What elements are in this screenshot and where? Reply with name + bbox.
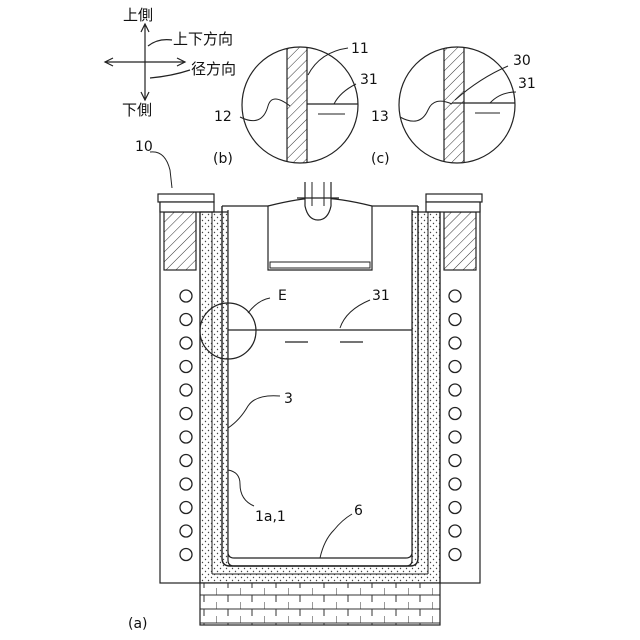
cover-left [160,202,214,212]
coil-turn-left-3 [180,337,192,349]
ref-1a1: 1a,1 [255,509,286,525]
ref-31-b: 31 [360,72,378,88]
coil-turn-left-10 [180,502,192,514]
melting-furnace [150,152,482,625]
label-down: 下側 [122,101,152,119]
coil-turn-right-12 [449,549,461,561]
coil-turn-right-2 [449,314,461,326]
fig-label-b: (b) [213,151,233,167]
fig-label-c: (c) [371,151,390,167]
cover-right [426,202,480,212]
crucible-wall-b [287,40,307,170]
ref-31-a: 31 [372,288,390,304]
coil-turn-left-7 [180,431,192,443]
label-radial-direction: 径方向 [191,60,236,78]
detail-c [399,40,516,170]
leader-vertical [148,40,172,46]
coil-turn-right-3 [449,337,461,349]
coil-turn-left-4 [180,361,192,373]
coil-turn-left-2 [180,314,192,326]
pouring-spout [305,182,331,220]
coil-turn-right-6 [449,408,461,420]
label-vertical-direction: 上下方向 [173,30,233,48]
ref-30: 30 [513,53,531,69]
coil-turn-right-11 [449,525,461,537]
ref-13: 13 [371,109,389,125]
brick-base [200,583,440,625]
label-up: 上側 [123,6,153,24]
coil-turn-left-6 [180,408,192,420]
coil-turn-right-5 [449,384,461,396]
ref-12: 12 [214,109,232,125]
ref-31-c: 31 [518,76,536,92]
coil-turn-left-11 [180,525,192,537]
coil-turn-right-7 [449,431,461,443]
ref-6: 6 [354,503,363,519]
coil-turn-right-8 [449,455,461,467]
upper-block-left [164,212,196,270]
ref-11: 11 [351,41,369,57]
coil-turn-left-9 [180,478,192,490]
coil-turn-left-1 [180,290,192,302]
ref-10: 10 [135,139,153,155]
crucible-wall-c [444,40,464,170]
leader-10 [150,152,172,188]
coil-turn-right-1 [449,290,461,302]
detail-b [240,40,360,170]
coil-turn-right-9 [449,478,461,490]
coil-turn-left-5 [180,384,192,396]
leader-radial [150,70,190,78]
top-plate-left [158,194,214,202]
coil-turn-left-8 [180,455,192,467]
detail-e-label: E [278,288,287,304]
upper-block-right [444,212,476,270]
coil-turn-right-4 [449,361,461,373]
coil-turn-right-10 [449,502,461,514]
coil-turn-left-12 [180,549,192,561]
top-plate-right [426,194,482,202]
fig-label-a: (a) [128,616,148,632]
ref-3: 3 [284,391,293,407]
